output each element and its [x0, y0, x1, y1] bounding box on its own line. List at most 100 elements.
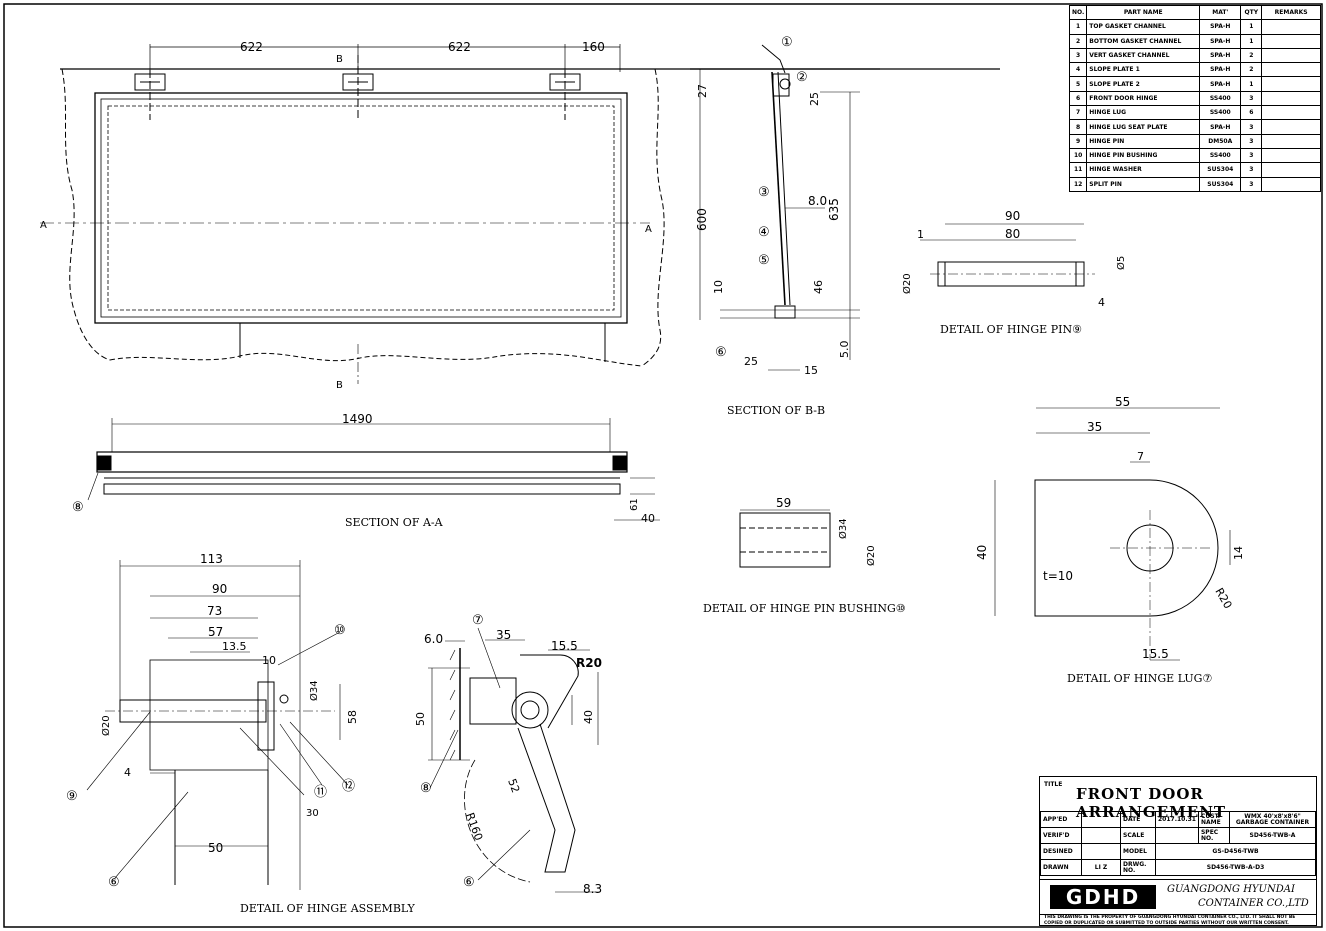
- tb-value-drwg-no: SD456-TWB-A-D3: [1155, 859, 1316, 876]
- dim-front-w2: 622: [448, 40, 471, 54]
- title-tag: TITLE: [1044, 781, 1063, 788]
- balloon-4: ④: [758, 225, 770, 240]
- part-material: SPA-H: [1199, 62, 1242, 78]
- company-row: GDHD GUANGDONG HYUNDAI CONTAINER CO.,LTD: [1040, 879, 1316, 915]
- dim-lug-t: t=10: [1043, 569, 1073, 583]
- hinge-pin-view: [920, 223, 1095, 287]
- dim-sec-aa-len: 1490: [342, 412, 373, 426]
- part-remarks: [1261, 176, 1321, 192]
- part-material: SS400: [1199, 90, 1242, 107]
- part-material: SPA-H: [1199, 119, 1242, 135]
- view-title-pin-bushing: DETAIL OF HINGE PIN BUSHING⑩: [703, 602, 906, 615]
- dim-h-40: 40: [582, 710, 595, 724]
- part-name: TOP GASKET CHANNEL: [1086, 19, 1201, 35]
- part-remarks: [1261, 90, 1321, 107]
- tb-value-scale: [1155, 827, 1199, 844]
- balloon-2: ②: [796, 70, 808, 85]
- hinge-lug-view: [994, 407, 1231, 661]
- part-remarks: [1261, 62, 1321, 78]
- tb-label-drwg-no: DRWG. NO.: [1120, 859, 1156, 876]
- part-qty: 3: [1240, 176, 1263, 192]
- header-part-name: PART NAME: [1086, 4, 1201, 21]
- part-remarks: [1261, 147, 1321, 164]
- section-marker-b-top: B: [336, 54, 343, 65]
- tb-value-verified: [1081, 827, 1121, 844]
- part-qty: 3: [1240, 162, 1263, 178]
- part-no: 12: [1068, 176, 1088, 192]
- part-no: 6: [1068, 90, 1088, 107]
- part-remarks: [1261, 76, 1321, 92]
- part-qty: 3: [1240, 133, 1263, 149]
- part-name: SPLIT PIN: [1086, 176, 1201, 192]
- part-name: VERT GASKET CHANNEL: [1086, 47, 1201, 64]
- part-qty: 1: [1240, 76, 1263, 92]
- dim-asm-73: 73: [207, 604, 222, 618]
- parts-list-header: NO. PART NAME MAT' QTY REMARKS: [1068, 4, 1321, 21]
- part-no: 3: [1068, 47, 1088, 64]
- tb-row-approved: APP'ED DATE 2017.10.31 CUST. NAME WMX 40…: [1040, 811, 1317, 828]
- dim-sec-aa-h1: 61: [629, 498, 640, 511]
- dim-bb-hinge: 25: [808, 92, 821, 106]
- hinge-arm-view: [428, 627, 600, 893]
- header-material: MAT': [1199, 4, 1242, 21]
- part-name: SLOPE PLATE 1: [1086, 62, 1201, 78]
- dim-asm-58: 58: [346, 710, 359, 724]
- dim-h-35: 35: [496, 628, 511, 642]
- dim-lug-155: 15.5: [1142, 647, 1169, 661]
- dim-asm-d20: Ø20: [100, 715, 112, 736]
- part-no: 8: [1068, 119, 1088, 135]
- view-title-hinge-lug: DETAIL OF HINGE LUG⑦: [1067, 672, 1212, 685]
- dim-h-83: 8.3: [583, 882, 602, 896]
- dim-lug-35: 35: [1087, 420, 1102, 434]
- dim-bush-od: Ø34: [837, 518, 849, 539]
- dim-asm-30: 30: [306, 808, 319, 819]
- title-row: TITLE FRONT DOOR ARRANGEMENT: [1040, 777, 1316, 821]
- part-material: SUS304: [1199, 162, 1242, 178]
- dim-pin-80: 80: [1005, 227, 1020, 241]
- balloon-11-asm: ⑪: [314, 785, 327, 800]
- dim-bb-thk: 8.0: [808, 194, 827, 208]
- dim-pin-4: 4: [1098, 296, 1105, 309]
- tb-label-verified: VERIF'D: [1040, 827, 1082, 844]
- part-no: 9: [1068, 133, 1088, 149]
- dim-asm-113: 113: [200, 552, 223, 566]
- section-bb-view: [690, 44, 880, 371]
- header-qty: QTY: [1240, 4, 1263, 21]
- balloon-8-sec-aa: ⑧: [72, 500, 84, 515]
- tb-label-approved: APP'ED: [1040, 811, 1082, 828]
- dim-lug-7: 7: [1137, 450, 1144, 463]
- dim-h-52: 52: [505, 777, 522, 795]
- dim-asm-90: 90: [212, 582, 227, 596]
- balloon-6-asm: ⑥: [108, 875, 120, 890]
- part-remarks: [1261, 105, 1321, 121]
- dim-pin-dia: Ø20: [901, 273, 913, 294]
- dim-lug-40: 40: [975, 545, 989, 560]
- dim-asm-d34: Ø34: [308, 680, 320, 701]
- balloon-1: ①: [781, 35, 793, 50]
- part-material: SPA-H: [1199, 33, 1242, 49]
- dim-bb-w2: 15: [804, 364, 818, 377]
- part-no: 1: [1068, 19, 1088, 35]
- part-remarks: [1261, 33, 1321, 49]
- dim-h-60: 6.0: [424, 632, 443, 646]
- pin-bushing-view: [739, 509, 831, 568]
- dim-pin-90: 90: [1005, 209, 1020, 223]
- tb-row-verified: VERIF'D SCALE SPEC NO. SD456-TWB-A: [1040, 827, 1317, 844]
- tb-value-approved: [1081, 811, 1121, 828]
- sheet-border: [3, 3, 1323, 928]
- part-qty: 2: [1240, 62, 1263, 78]
- dim-bb-height: 600: [695, 208, 709, 231]
- part-qty: 1: [1240, 19, 1263, 35]
- balloon-5: ⑤: [758, 253, 770, 268]
- dim-bb-low2: 46: [812, 280, 825, 294]
- part-no: 10: [1068, 147, 1088, 164]
- part-no: 5: [1068, 76, 1088, 92]
- part-material: SS400: [1199, 105, 1242, 121]
- balloon-8-arm: ⑧: [420, 781, 432, 796]
- dim-bush-len: 59: [776, 496, 791, 510]
